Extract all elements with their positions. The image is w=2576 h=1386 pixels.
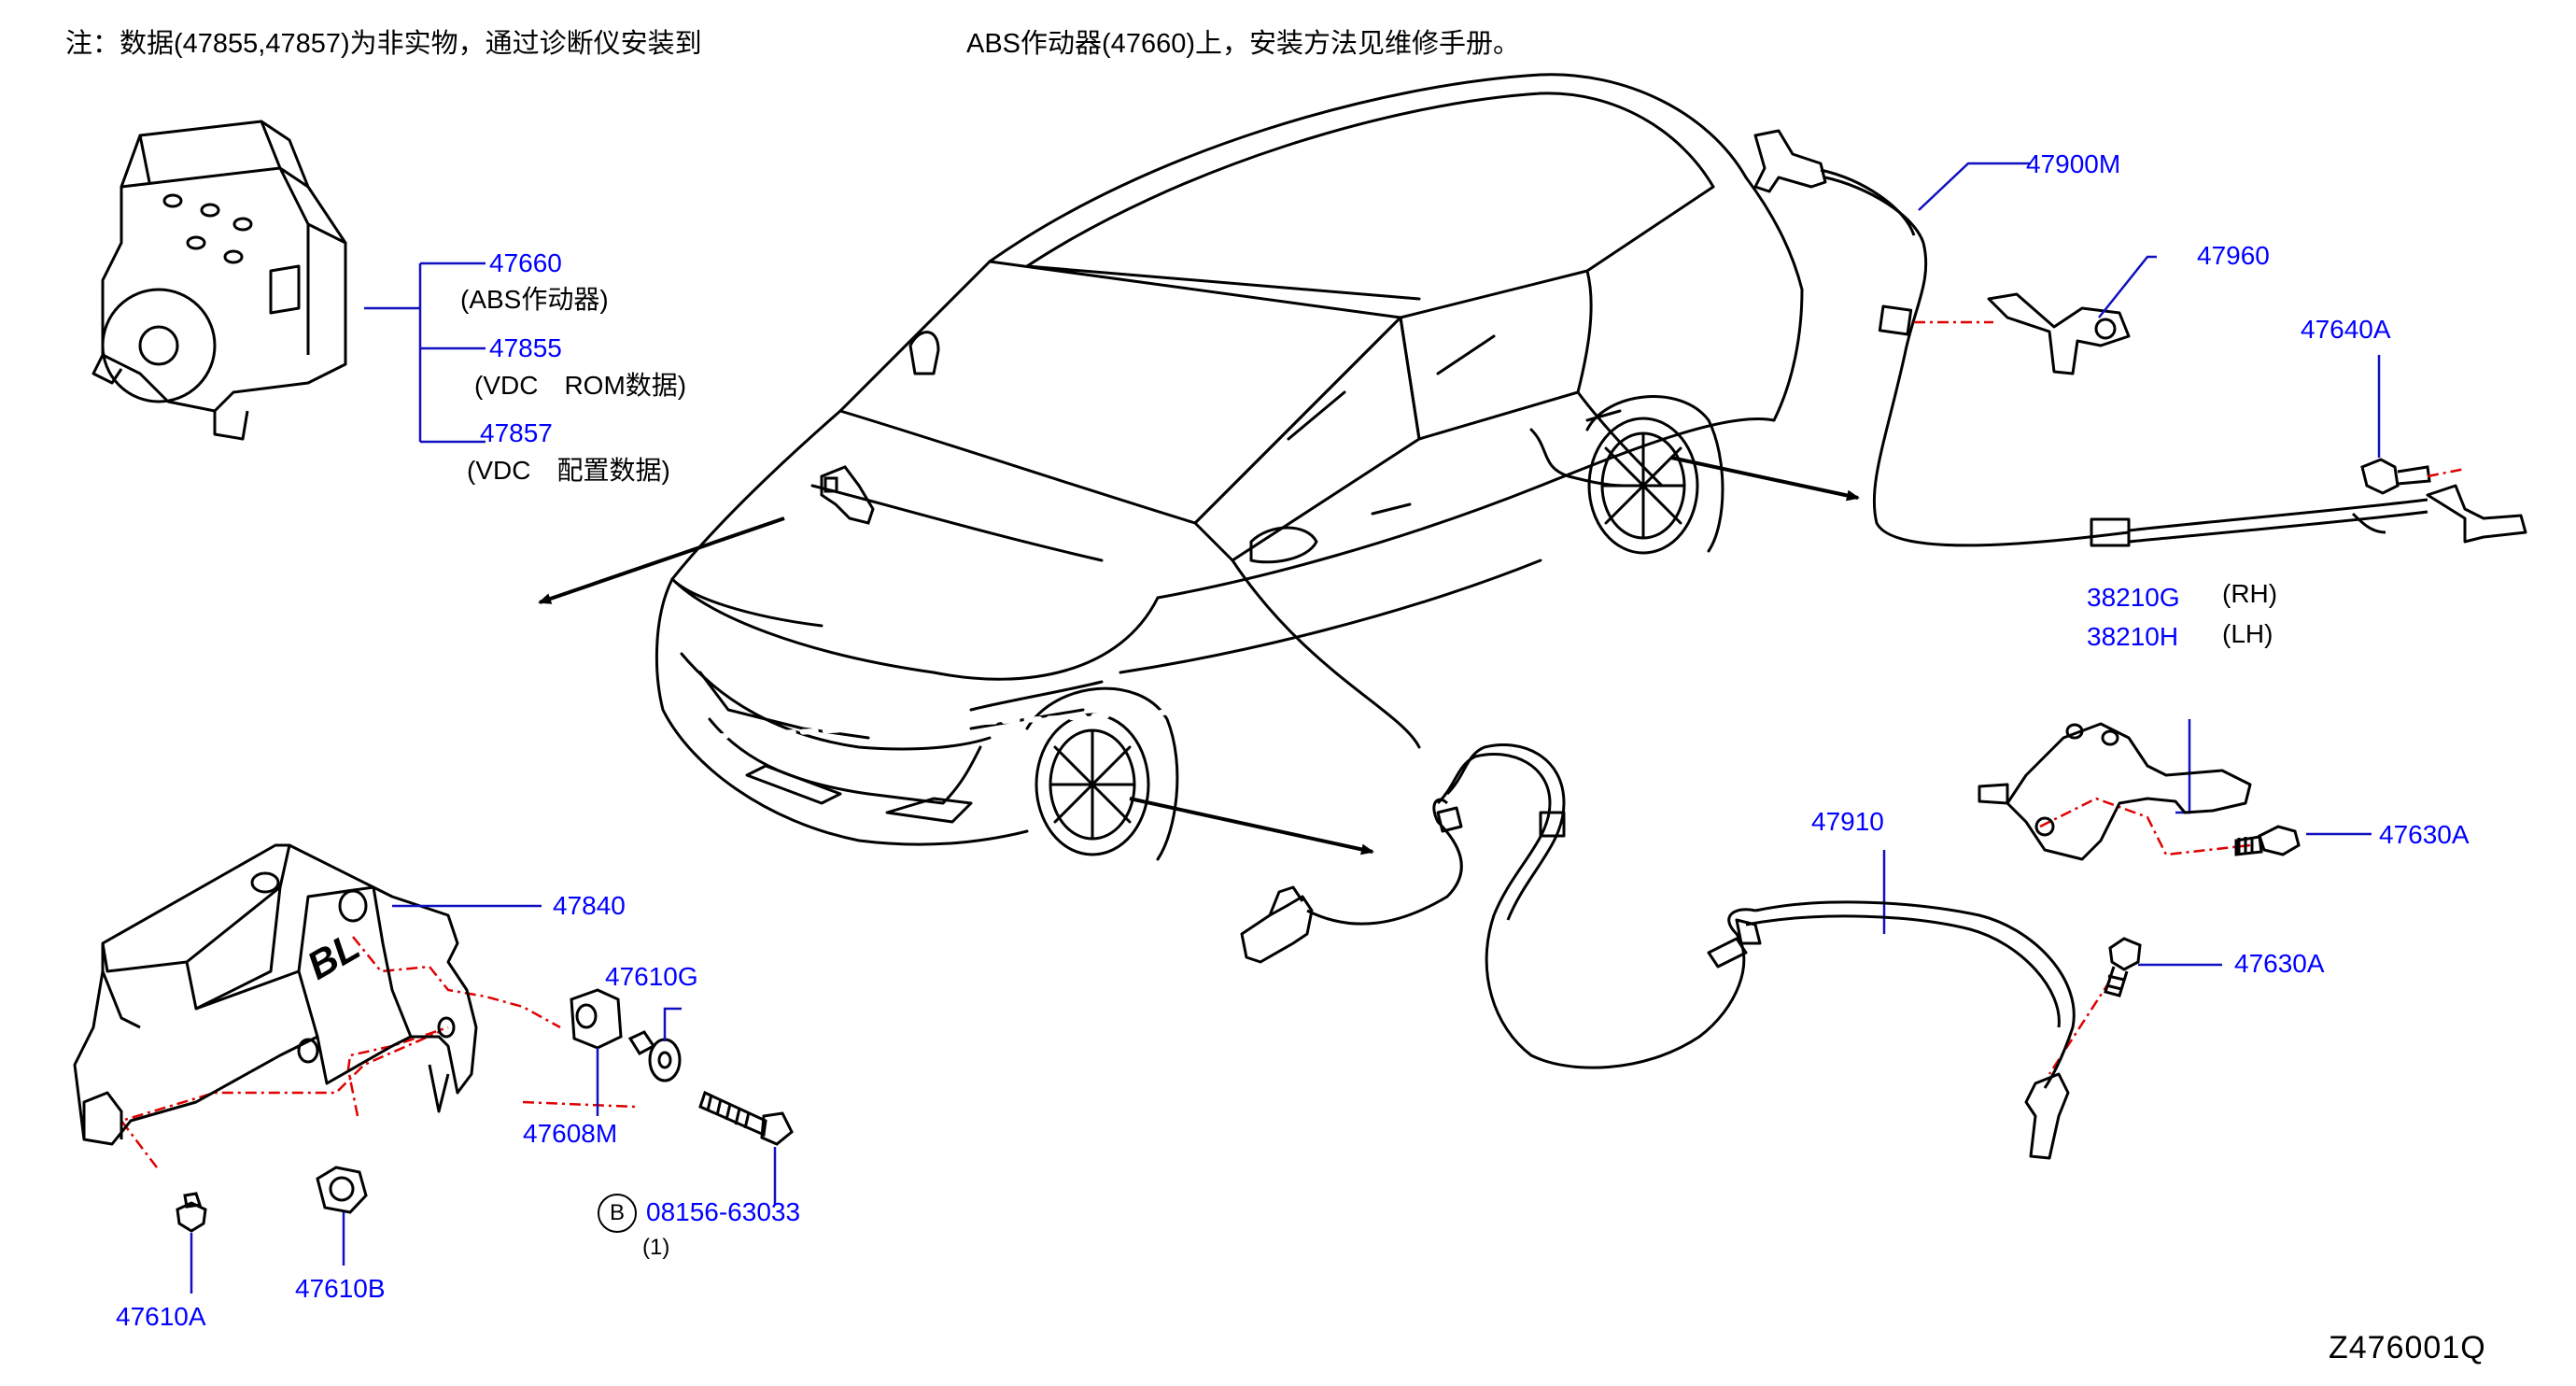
part-label-47900m[interactable]: 47900M bbox=[2026, 149, 2121, 178]
part-label-47960[interactable]: 47960 bbox=[2197, 241, 2270, 270]
part-side-38210g: (RH) bbox=[2222, 579, 2278, 608]
note-right: ABS作动器(47660)上，安装方法见维修手册。 bbox=[966, 29, 1520, 59]
part-side-38210h: (LH) bbox=[2222, 619, 2273, 648]
bolt-47640a-icon bbox=[2360, 458, 2431, 495]
insulator-47608m-icon bbox=[570, 988, 623, 1050]
part-desc-47660: (ABS作动器) bbox=[460, 285, 609, 314]
callout-arrows bbox=[538, 456, 1860, 856]
bolt-47630a-lower-icon bbox=[2104, 937, 2142, 997]
part-label-47840[interactable]: 47840 bbox=[553, 891, 626, 920]
rear-sensor-harness-icon bbox=[1753, 129, 2527, 547]
part-label-08156-63033[interactable]: 08156-63033 bbox=[646, 1197, 801, 1226]
rear-leader-lines bbox=[1882, 162, 2381, 967]
diagram-code: Z476001Q bbox=[2329, 1330, 2486, 1365]
part-label-38210g[interactable]: 38210G bbox=[2087, 583, 2180, 612]
bracket-47960-icon bbox=[1987, 292, 2131, 375]
note-left: 注：数据(47855,47857)为非实物，通过诊断仪安装到 bbox=[65, 29, 702, 59]
part-label-47608m[interactable]: 47608M bbox=[523, 1119, 618, 1148]
part-label-47630a-upper[interactable]: 47630A bbox=[2379, 820, 2470, 849]
abs-leader-lines bbox=[364, 262, 486, 444]
part-label-47857[interactable]: 47857 bbox=[480, 418, 553, 447]
bracket-38210-icon bbox=[1978, 722, 2252, 861]
part-label-47910[interactable]: 47910 bbox=[1811, 807, 1884, 836]
part-label-47610b[interactable]: 47610B bbox=[295, 1274, 386, 1303]
part-label-38210h[interactable]: 38210H bbox=[2087, 622, 2179, 651]
part-label-47610g[interactable]: 47610G bbox=[605, 962, 698, 991]
nut-47610b-icon bbox=[316, 1166, 368, 1214]
bracket-47840-icon bbox=[73, 843, 478, 1146]
bracket-leader-lines bbox=[190, 904, 777, 1294]
part-desc-47855: (VDC ROM数据) bbox=[474, 371, 687, 400]
bolt-47610a-icon bbox=[176, 1192, 207, 1233]
part-desc-47857: (VDC 配置数据) bbox=[467, 456, 670, 485]
part-qty-08156: (1) bbox=[642, 1235, 670, 1260]
front-sensor-icon bbox=[820, 465, 875, 525]
part-label-47610a[interactable]: 47610A bbox=[116, 1302, 206, 1331]
bracket-stamp: BL bbox=[300, 924, 367, 988]
bolt-47630a-upper-icon bbox=[2234, 825, 2301, 856]
bolt-08156-icon bbox=[698, 1090, 794, 1146]
abs-actuator-icon bbox=[91, 120, 347, 441]
washer-47610g-icon bbox=[627, 1030, 682, 1082]
front-sensor-harness-icon bbox=[1240, 743, 2076, 1160]
part-label-47855[interactable]: 47855 bbox=[489, 333, 562, 362]
part-label-47640a[interactable]: 47640A bbox=[2301, 315, 2391, 344]
part-label-47660[interactable]: 47660 bbox=[489, 248, 562, 277]
bolt-marker-circle: B bbox=[598, 1194, 637, 1233]
vehicle-outline bbox=[655, 73, 1804, 861]
part-label-47630a-lower[interactable]: 47630A bbox=[2234, 949, 2325, 978]
phantom-lines bbox=[119, 320, 2466, 1168]
